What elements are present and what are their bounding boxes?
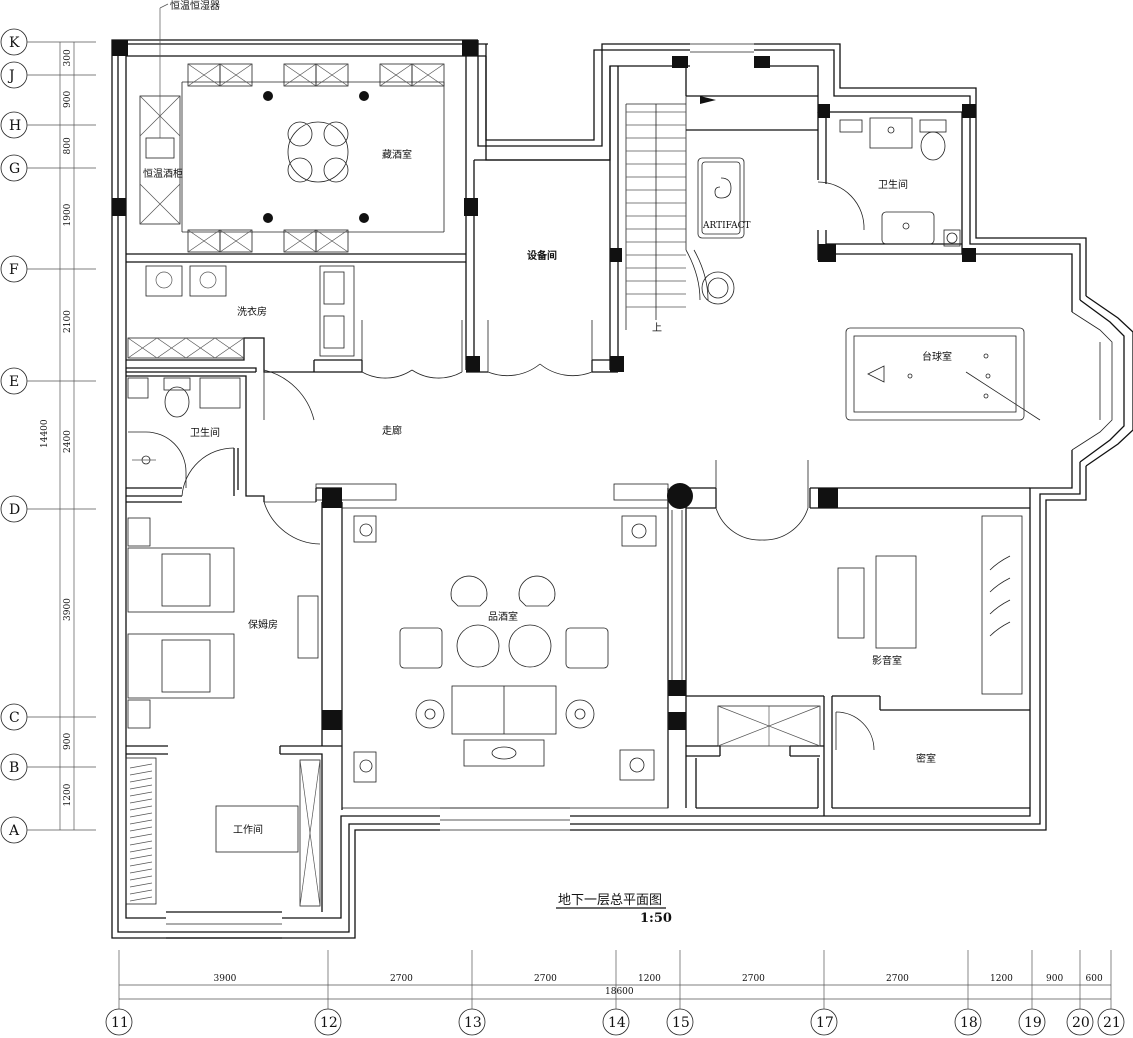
room-corridor: 走廊 bbox=[382, 424, 402, 437]
dim-bottom-7: 900 bbox=[1046, 974, 1063, 984]
dim-left-3: 1900 bbox=[63, 203, 73, 226]
dim-left-6: 3900 bbox=[63, 598, 73, 621]
room-billiard: 台球室 bbox=[922, 350, 952, 363]
axis-label-C: C bbox=[9, 710, 20, 726]
axis-label-E: E bbox=[9, 374, 19, 390]
dim-bottom-1: 2700 bbox=[390, 974, 413, 984]
columns bbox=[112, 40, 976, 730]
room-nanny: 保姆房 bbox=[248, 618, 278, 631]
room-cinema: 影音室 bbox=[872, 654, 902, 667]
drawing-title: 地下一层总平面图 1:50 bbox=[556, 893, 672, 926]
label-thermo-humidifier: 恒温恒湿器 bbox=[170, 0, 220, 12]
axis-label-20: 20 bbox=[1072, 1015, 1090, 1031]
axis-label-D: D bbox=[9, 502, 20, 518]
axis-label-18: 18 bbox=[960, 1015, 978, 1031]
room-bath-top: 卫生间 bbox=[878, 178, 908, 191]
label-wine-cabinet: 恒温酒柜 bbox=[143, 167, 183, 180]
axis-label-H: H bbox=[9, 118, 21, 134]
dim-bottom-0: 3900 bbox=[214, 974, 237, 984]
grid-axes: K J H G F E D C B A 11 12 13 14 15 17 18 19 20 21 300 900 800 1… bbox=[0, 28, 1125, 1036]
axis-label-17: 17 bbox=[816, 1015, 834, 1031]
dim-bottom-8: 600 bbox=[1086, 974, 1103, 984]
dim-left-2: 800 bbox=[63, 137, 73, 154]
axis-label-12: 12 bbox=[320, 1015, 338, 1031]
axis-label-21: 21 bbox=[1103, 1015, 1121, 1031]
axis-label-G: G bbox=[9, 161, 20, 177]
bath-left: 卫生间 bbox=[127, 377, 241, 488]
axis-label-J: J bbox=[7, 68, 15, 84]
tasting-room: 品酒室 bbox=[341, 507, 669, 809]
axis-label-11: 11 bbox=[111, 1015, 129, 1031]
laundry: 洗衣房 bbox=[127, 265, 355, 359]
dim-bottom-4: 2700 bbox=[742, 974, 765, 984]
dim-left-1: 900 bbox=[63, 91, 73, 108]
dim-left-7: 900 bbox=[63, 733, 73, 750]
dim-bottom-2: 2700 bbox=[534, 974, 557, 984]
axis-label-K: K bbox=[9, 35, 20, 51]
label-stair-up: 上 bbox=[652, 322, 662, 334]
axis-label-F: F bbox=[9, 262, 19, 278]
axis-label-14: 14 bbox=[608, 1015, 626, 1031]
dim-bottom-3: 1200 bbox=[638, 974, 661, 984]
label-artifact: ARTIFACT bbox=[702, 221, 751, 231]
workroom: 工作间 bbox=[125, 757, 321, 907]
billiard-room: 台球室 bbox=[845, 327, 1041, 421]
room-wine-cellar: 藏酒室 bbox=[382, 148, 412, 161]
room-laundry: 洗衣房 bbox=[237, 305, 267, 318]
staircase: 上 ARTIFACT bbox=[625, 96, 751, 334]
wine-cellar: 藏酒室 恒温酒柜 恒温恒湿器 bbox=[139, 0, 445, 253]
dim-left-total: 14400 bbox=[40, 419, 50, 448]
room-workroom: 工作间 bbox=[233, 823, 263, 836]
room-secret: 密室 bbox=[916, 752, 936, 765]
room-tasting: 品酒室 bbox=[488, 610, 518, 623]
title-scale: 1:50 bbox=[640, 911, 672, 926]
axis-label-13: 13 bbox=[464, 1015, 482, 1031]
dim-left-8: 1200 bbox=[63, 783, 73, 806]
axis-label-A: A bbox=[8, 823, 20, 839]
doors bbox=[181, 181, 875, 751]
title-main: 地下一层总平面图 bbox=[558, 893, 662, 908]
dim-left-4: 2100 bbox=[63, 310, 73, 333]
outer-walls bbox=[111, 39, 1133, 939]
dim-bottom-total: 18600 bbox=[605, 987, 634, 997]
nanny-room: 保姆房 bbox=[127, 517, 319, 729]
dim-bottom-6: 1200 bbox=[990, 974, 1013, 984]
bath-top: 卫生间 bbox=[839, 117, 961, 247]
axis-label-19: 19 bbox=[1024, 1015, 1042, 1031]
axis-label-B: B bbox=[9, 760, 19, 776]
dim-bottom-5: 2700 bbox=[886, 974, 909, 984]
room-equipment: 设备间 bbox=[527, 249, 557, 262]
dim-left-0: 300 bbox=[63, 49, 73, 66]
cinema-room: 影音室 bbox=[837, 515, 1023, 695]
dim-left-5: 2400 bbox=[63, 430, 73, 453]
axis-label-15: 15 bbox=[672, 1015, 690, 1031]
room-bath-left: 卫生间 bbox=[190, 426, 220, 439]
